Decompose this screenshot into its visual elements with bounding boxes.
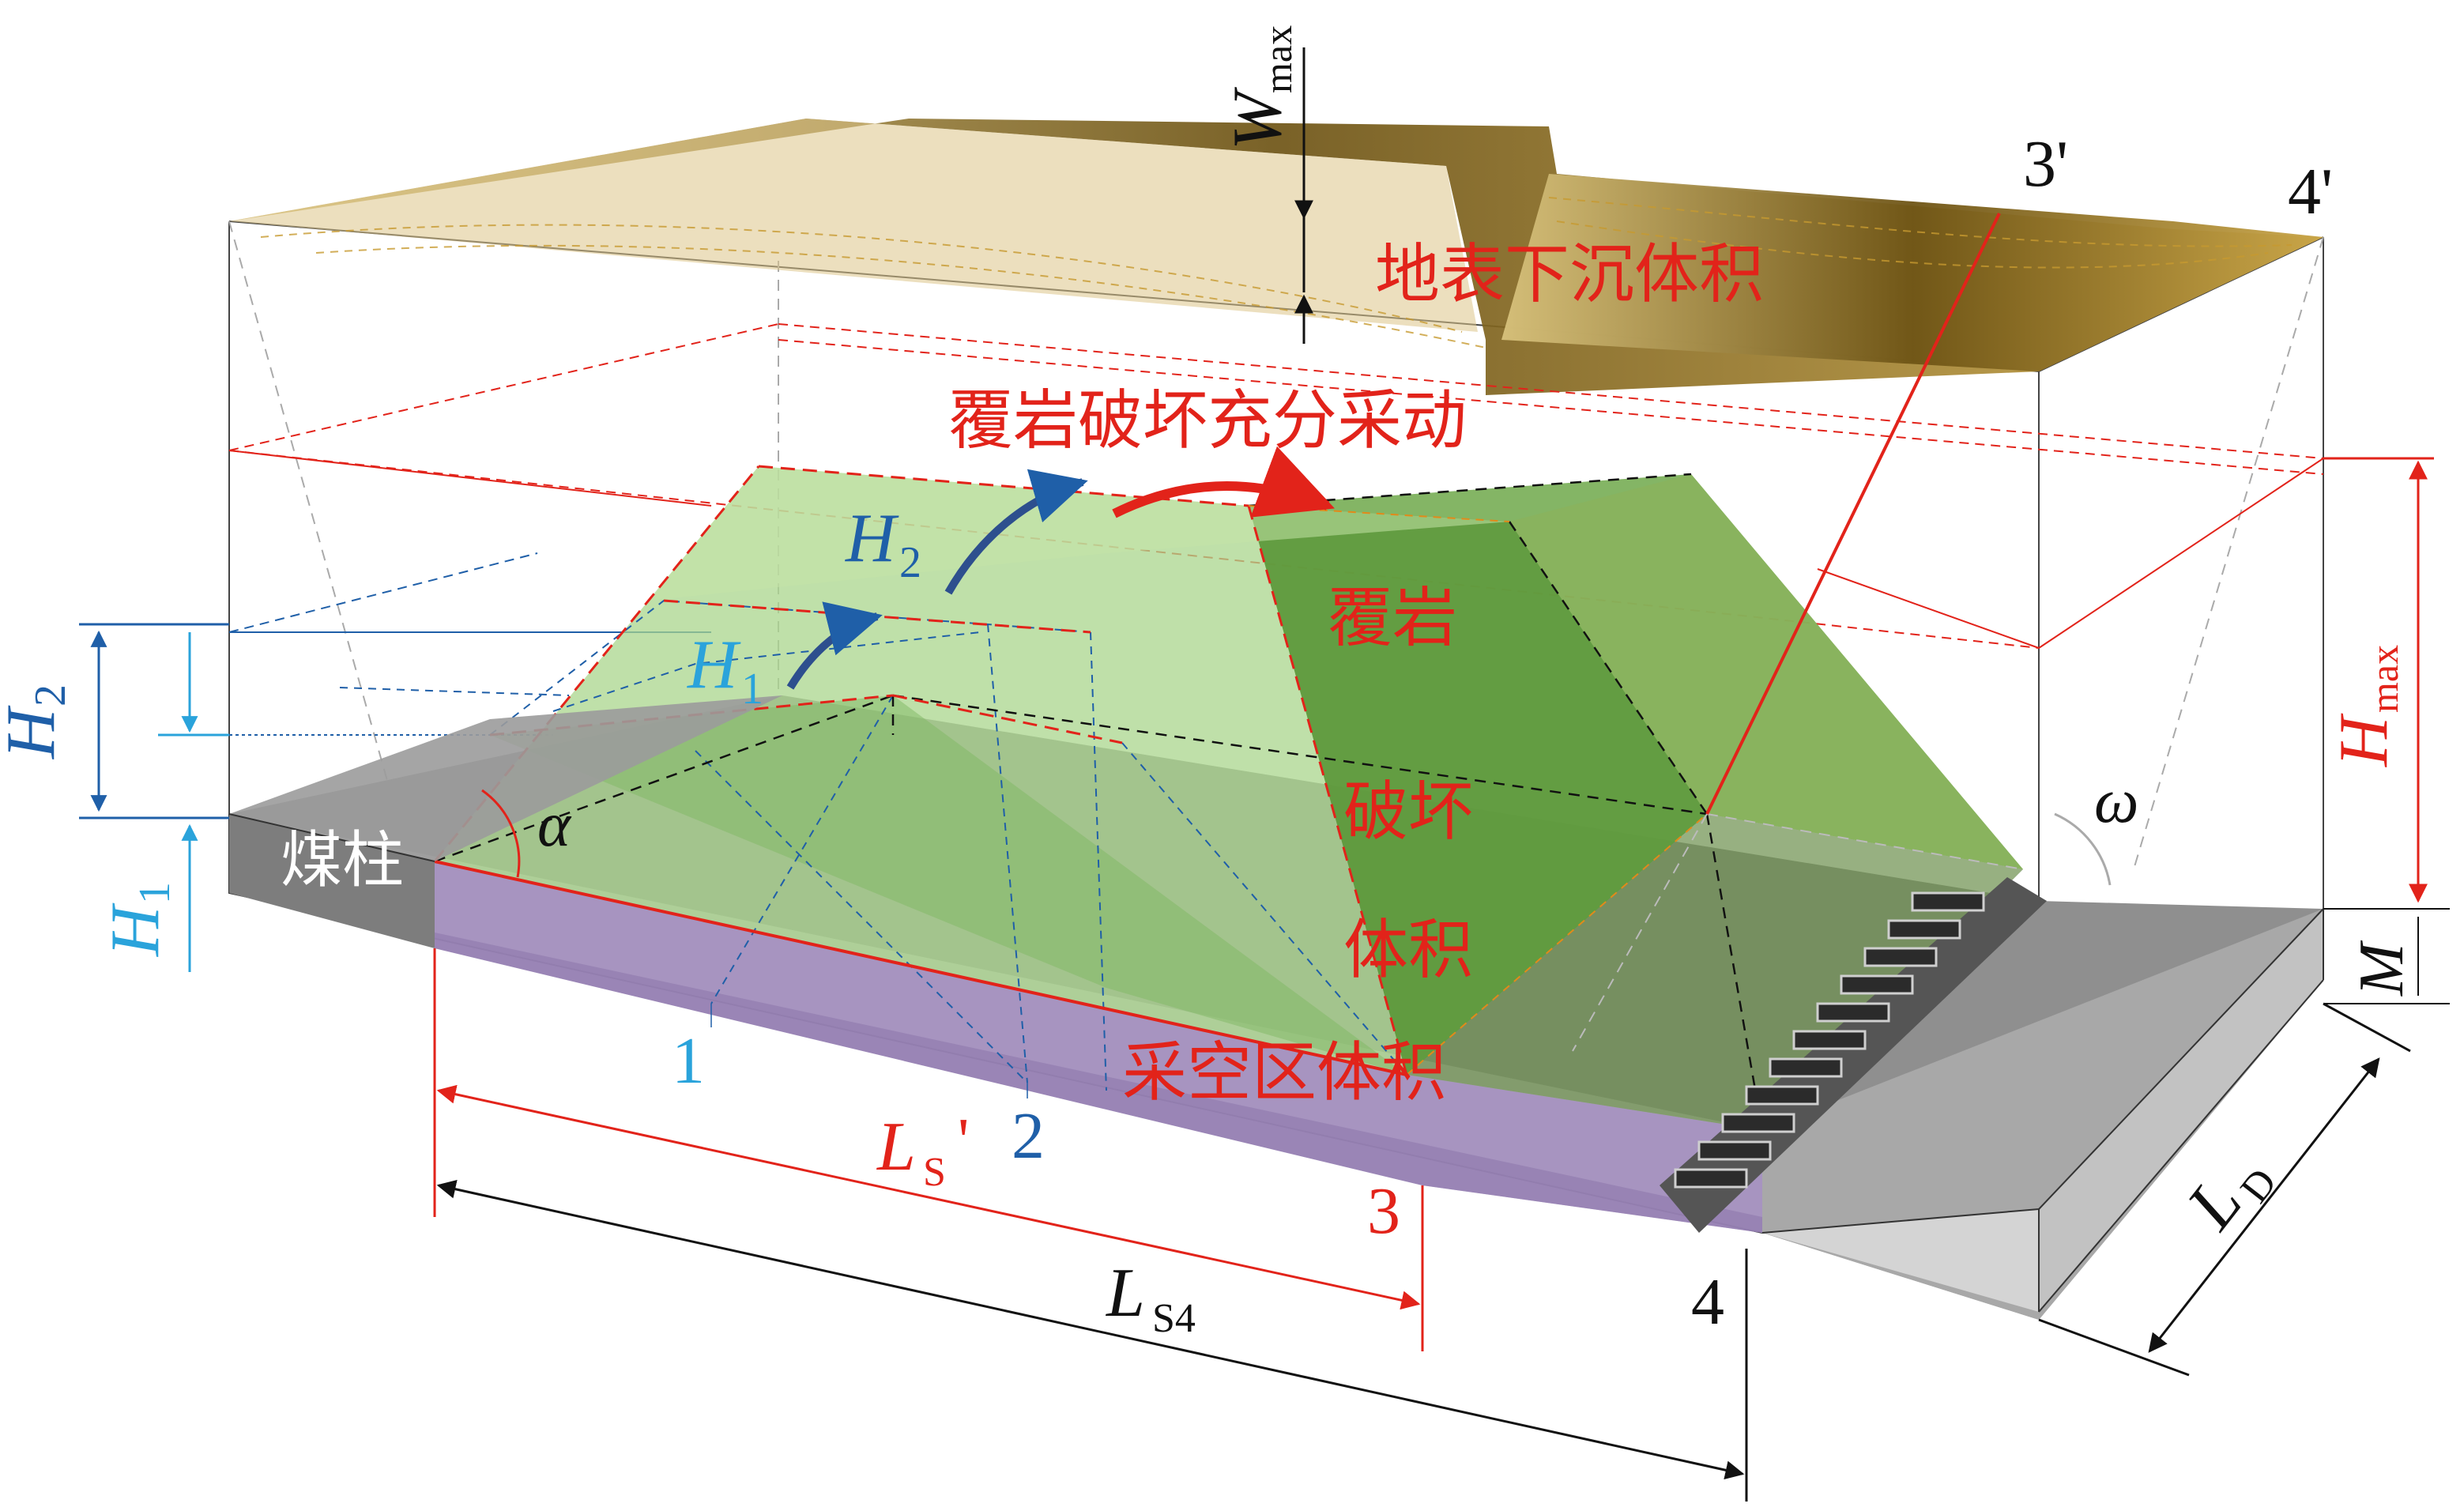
label-pt3: 3 xyxy=(1367,1174,1400,1248)
h2-inner-main: H xyxy=(845,500,899,577)
ls4-sub: S4 xyxy=(1152,1296,1196,1341)
label-ls4: L S4 xyxy=(1105,1255,1196,1341)
h1-left-sub: 1 xyxy=(130,882,179,904)
label-pt2: 2 xyxy=(1012,1099,1045,1173)
ls-main: L xyxy=(876,1109,916,1185)
label-overburden-1: 覆岩 xyxy=(1328,581,1457,656)
hmax-dimension xyxy=(2323,457,2450,1004)
label-h1-inner: H 1 xyxy=(687,627,763,714)
label-omega: ω xyxy=(2094,767,2138,836)
label-ls-prime: L S ' xyxy=(876,1106,969,1195)
label-h1-left: H 1 xyxy=(97,882,179,957)
ld-dimension xyxy=(2038,1002,2411,1377)
hydraulic-supports xyxy=(1660,877,2047,1233)
ls-sub: S xyxy=(923,1150,946,1195)
label-alpha: α xyxy=(537,790,572,860)
ls4-main: L xyxy=(1105,1255,1145,1332)
h1-inner-sub: 1 xyxy=(741,665,763,714)
h1-inner-main: H xyxy=(687,627,741,703)
prism-gray-dashed xyxy=(1572,813,2024,1052)
label-goaf: 采空区体积 xyxy=(1122,1035,1446,1110)
label-pt4p: 4' xyxy=(2288,155,2333,228)
h2-left-sub: 2 xyxy=(26,684,75,707)
label-m: M xyxy=(2347,940,2417,997)
prism-black-dashed xyxy=(434,473,1764,1131)
ls-prime: ' xyxy=(958,1106,969,1176)
label-overburden-3: 体积 xyxy=(1343,913,1473,988)
goaf-volume xyxy=(435,861,1762,1233)
label-wmax: W max xyxy=(1219,25,1300,150)
h2-left-main: H xyxy=(0,705,70,759)
ls4-dimension xyxy=(436,1179,1748,1502)
label-pt4: 4 xyxy=(1691,1265,1724,1339)
hmax-sub: max xyxy=(2362,645,2406,713)
label-full-mining: 覆岩破坏充分采动 xyxy=(948,383,1467,458)
internal-structure xyxy=(489,599,1407,1091)
coal-pillar xyxy=(228,695,782,948)
label-ld: L D xyxy=(2172,1160,2285,1244)
wmax-sub: max xyxy=(1256,25,1300,93)
label-surface-subsidence: 地表下沉体积 xyxy=(1375,237,1764,312)
label-h2-inner: H 2 xyxy=(845,500,921,587)
line-3-3prime xyxy=(1705,213,2001,815)
label-overburden-2: 破坏 xyxy=(1343,774,1473,850)
surface-subsidence-plate xyxy=(229,119,2323,395)
label-pt3p: 3' xyxy=(2023,127,2068,201)
angle-arcs xyxy=(481,789,2112,886)
text-labels: 地表下沉体积 覆岩破坏充分采动 覆岩 破坏 体积 采空区体积 煤柱 W max … xyxy=(0,25,2417,1341)
label-coal-pillar: 煤柱 xyxy=(281,825,404,896)
h1-left-main: H xyxy=(97,902,174,957)
label-hmax: H max xyxy=(2326,645,2406,767)
h2-inner-sub: 2 xyxy=(899,538,921,587)
label-h2-left: H 2 xyxy=(0,684,75,759)
hmax-main: H xyxy=(2326,713,2402,767)
h-dimensions-left xyxy=(79,623,229,972)
goaf-front-edge xyxy=(434,860,1407,1076)
wmax-main: W xyxy=(1219,87,1296,150)
label-pt1: 1 xyxy=(672,1024,705,1098)
flow-arrows xyxy=(786,446,1335,690)
overburden-failure-volume xyxy=(435,466,2023,1130)
